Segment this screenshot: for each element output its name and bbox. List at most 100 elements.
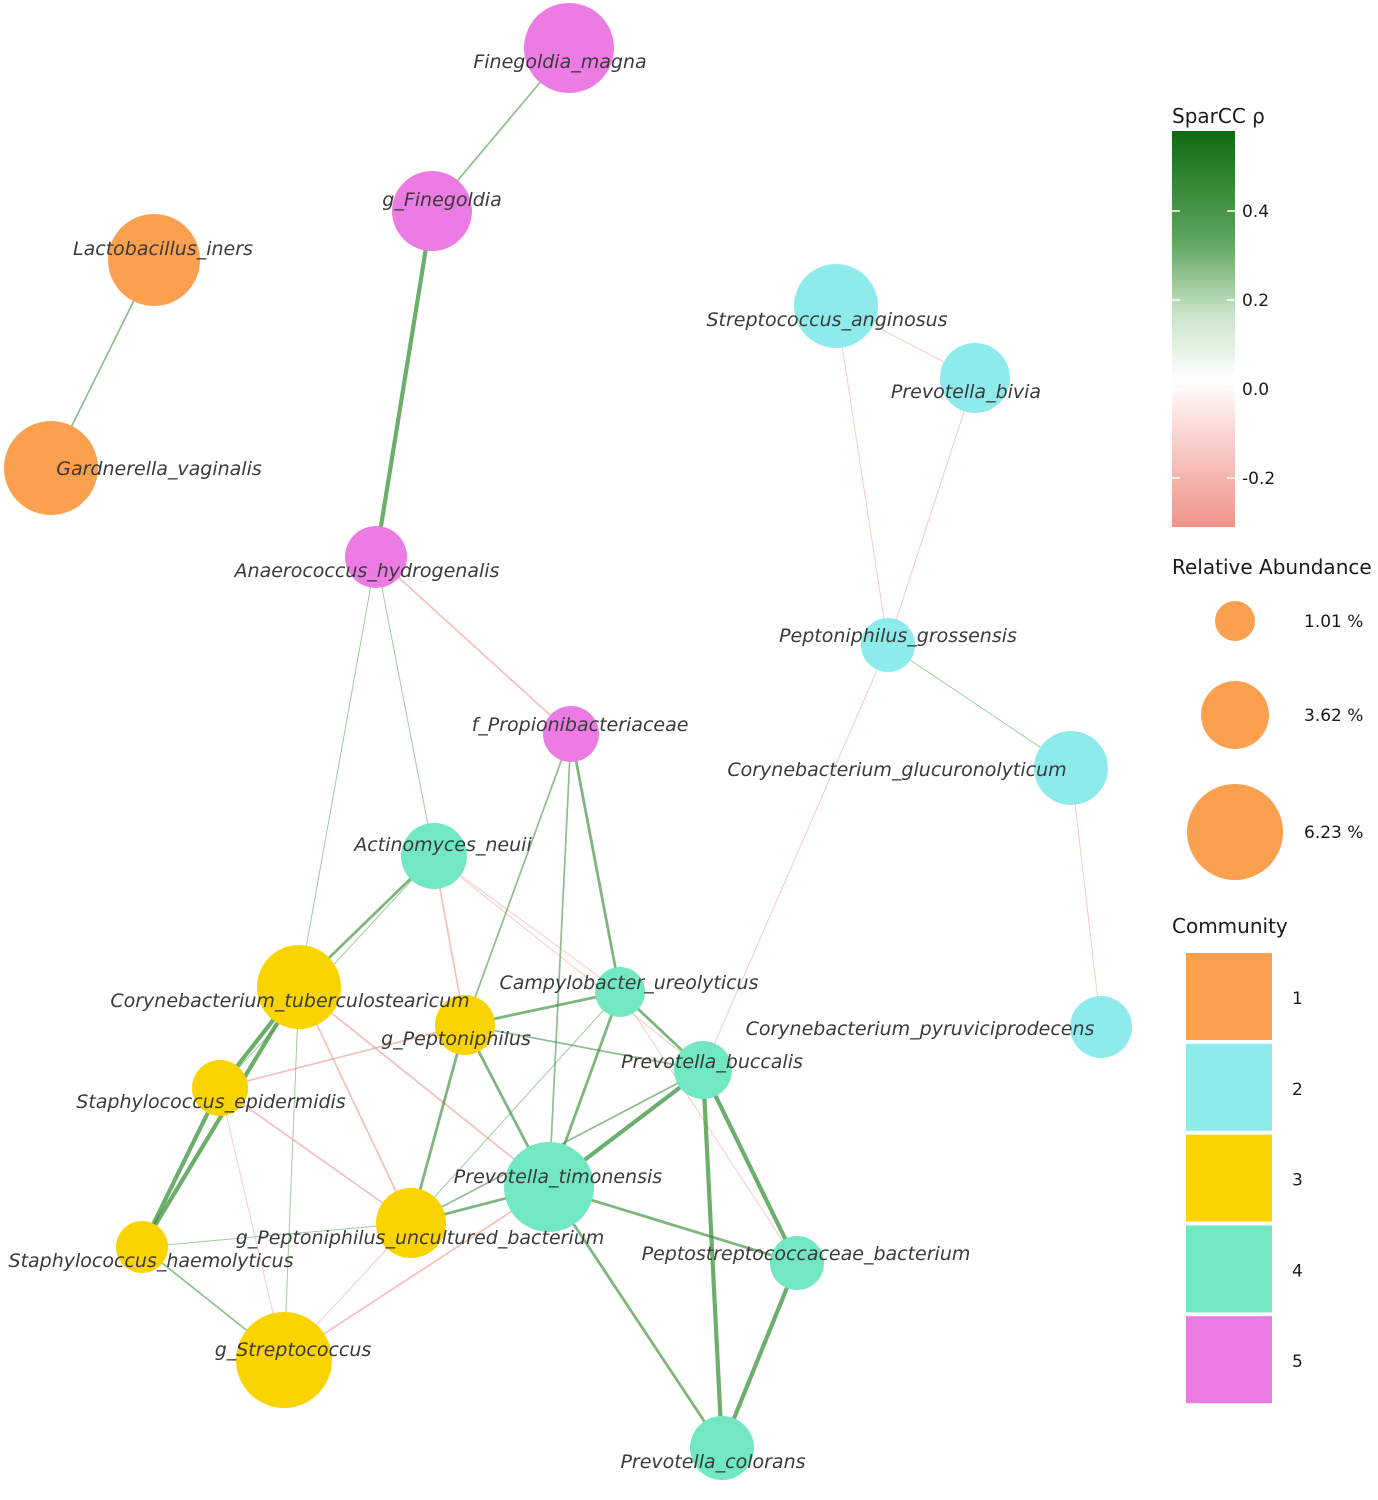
node-label-prevotella_bivia: Prevotella_bivia	[891, 381, 1041, 403]
community-swatch-5	[1186, 1316, 1272, 1404]
edge-staphylococcus_epidermidis-staphylococcus_haemolyticus	[139, 1085, 223, 1250]
community-label-4: 4	[1292, 1261, 1303, 1281]
node-g_streptococcus[interactable]	[236, 1312, 332, 1408]
sparcc-legend: SparCC ρ 0.4 0.2 0.0 -0.2	[1172, 104, 1275, 527]
community-entries: 1 2 3 4 5	[1186, 953, 1303, 1404]
label-layer: Finegoldia_magnag_FinegoldiaLactobacillu…	[9, 51, 1095, 1473]
abundance-legend-circle	[1201, 681, 1269, 749]
community-label-2: 2	[1292, 1080, 1303, 1100]
node-peptostreptococcaceae_bacterium[interactable]	[770, 1236, 824, 1290]
edge-streptococcus_anginosus-peptoniphilus_grossensis	[835, 305, 889, 646]
sparcc-colorbar	[1172, 131, 1235, 527]
edge-prevotella_buccalis-prevotella_colorans	[700, 1067, 725, 1451]
node-layer	[4, 3, 1132, 1480]
legend: SparCC ρ 0.4 0.2 0.0 -0.2 Relative Abundanc…	[1172, 104, 1372, 1404]
community-label-1: 1	[1292, 989, 1303, 1009]
community-swatch-1	[1186, 953, 1272, 1040]
community-swatch-3	[1186, 1134, 1272, 1222]
abundance-legend-circle	[1215, 601, 1255, 641]
sparcc-tick-label: 0.0	[1242, 380, 1269, 400]
abundance-legend-circle	[1187, 784, 1283, 880]
node-f_propionibacteriaceae[interactable]	[543, 706, 599, 762]
edge-g_peptoniphilus-prevotella_buccalis	[464, 1024, 704, 1071]
node-corynebacterium_tuberculostearicum[interactable]	[257, 945, 341, 1029]
node-peptoniphilus_grossensis[interactable]	[861, 618, 915, 672]
abundance-entries: 1.01 %3.62 %6.23 %	[1187, 601, 1363, 880]
sparcc-tick-label: 0.2	[1242, 291, 1269, 311]
node-label-campylobacter_ureolyticus: Campylobacter_ureolyticus	[499, 972, 758, 994]
edge-corynebacterium_tuberculostearicum-g_peptoniphilus_uncultured_bacterium	[298, 986, 412, 1224]
edge-corynebacterium_tuberculostearicum-g_streptococcus	[283, 986, 300, 1361]
edge-campylobacter_ureolyticus-peptostreptococcaceae_bacterium	[619, 991, 798, 1264]
node-label-corynebacterium_tuberculostearicum: Corynebacterium_tuberculostearicum	[110, 990, 469, 1012]
edge-prevotella_buccalis-peptostreptococcaceae_bacterium	[700, 1067, 800, 1266]
node-lactobacillus_iners[interactable]	[108, 214, 200, 306]
node-prevotella_timonensis[interactable]	[504, 1142, 594, 1232]
node-label-prevotella_colorans: Prevotella_colorans	[620, 1451, 805, 1473]
edge-actinomyces_neuii-prevotella_buccalis	[433, 855, 704, 1071]
edge-prevotella_timonensis-g_streptococcus	[283, 1186, 550, 1361]
sparcc-tick-label: -0.2	[1242, 469, 1275, 489]
node-campylobacter_ureolyticus[interactable]	[595, 967, 645, 1017]
edge-staphylococcus_epidermidis-g_peptoniphilus_uncultured_bacterium	[219, 1087, 412, 1224]
edge-f_propionibacteriaceae-prevotella_timonensis	[548, 733, 572, 1188]
node-g_peptoniphilus_uncultured_bacterium[interactable]	[376, 1188, 446, 1258]
edge-f_propionibacteriaceae-g_peptoniphilus	[464, 733, 572, 1026]
edge-prevotella_bivia-peptoniphilus_grossensis	[887, 377, 976, 646]
node-label-streptococcus_anginosus: Streptococcus_anginosus	[706, 309, 947, 331]
node-corynebacterium_pyruviciprodecens[interactable]	[1070, 996, 1132, 1058]
edge-anaerococcus_hydrogenalis-f_propionibacteriaceae	[375, 556, 572, 735]
node-anaerococcus_hydrogenalis[interactable]	[345, 526, 407, 588]
node-gardnerella_vaginalis[interactable]	[4, 421, 98, 515]
sparcc-ticks: 0.4 0.2 0.0 -0.2	[1172, 202, 1275, 489]
node-corynebacterium_glucuronolyticum[interactable]	[1034, 731, 1108, 805]
abundance-legend-title: Relative Abundance	[1172, 555, 1372, 579]
node-label-lactobacillus_iners: Lactobacillus_iners	[73, 238, 253, 260]
edge-corynebacterium_tuberculostearicum-staphylococcus_haemolyticus	[139, 984, 302, 1250]
edge-layer	[50, 47, 1102, 1451]
node-label-actinomyces_neuii: Actinomyces_neuii	[352, 834, 532, 856]
community-legend-title: Community	[1172, 914, 1288, 938]
node-label-g_streptococcus: g_Streptococcus	[215, 1339, 372, 1361]
sparcc-legend-title: SparCC ρ	[1172, 104, 1265, 128]
edge-campylobacter_ureolyticus-g_peptoniphilus_uncultured_bacterium	[410, 991, 621, 1224]
node-label-g_peptoniphilus: g_Peptoniphilus	[381, 1028, 531, 1050]
sparcc-tick-label: 0.4	[1242, 202, 1269, 222]
community-swatch-4	[1186, 1225, 1272, 1313]
edge-staphylococcus_epidermidis-g_peptoniphilus	[219, 1024, 466, 1089]
abundance-legend: Relative Abundance 1.01 %3.62 %6.23 %	[1172, 555, 1372, 880]
community-legend: Community 1 2 3 4 5	[1172, 914, 1303, 1404]
node-actinomyces_neuii[interactable]	[401, 823, 467, 889]
node-streptococcus_anginosus[interactable]	[794, 264, 878, 348]
edge-actinomyces_neuii-campylobacter_ureolyticus	[433, 855, 621, 993]
edge-corynebacterium_tuberculostearicum-prevotella_timonensis	[298, 986, 550, 1188]
node-label-corynebacterium_glucuronolyticum: Corynebacterium_glucuronolyticum	[727, 759, 1066, 781]
community-label-5: 5	[1292, 1352, 1303, 1372]
node-g_peptoniphilus[interactable]	[435, 995, 495, 1055]
abundance-legend-label: 1.01 %	[1304, 612, 1363, 632]
edge-prevotella_timonensis-prevotella_colorans	[547, 1185, 724, 1450]
edge-staphylococcus_haemolyticus-g_peptoniphilus_uncultured_bacterium	[141, 1222, 412, 1248]
node-label-peptoniphilus_grossensis: Peptoniphilus_grossensis	[779, 625, 1017, 647]
node-prevotella_buccalis[interactable]	[674, 1041, 732, 1099]
node-staphylococcus_haemolyticus[interactable]	[116, 1221, 168, 1273]
node-finegoldia_magna[interactable]	[524, 3, 614, 93]
node-label-staphylococcus_epidermidis: Staphylococcus_epidermidis	[76, 1091, 346, 1113]
node-label-gardnerella_vaginalis: Gardnerella_vaginalis	[56, 458, 262, 480]
edge-corynebacterium_glucuronolyticum-corynebacterium_pyruviciprodecens	[1070, 767, 1102, 1028]
edge-anaerococcus_hydrogenalis-corynebacterium_tuberculostearicum	[298, 556, 377, 988]
node-label-anaerococcus_hydrogenalis: Anaerococcus_hydrogenalis	[233, 560, 500, 582]
community-label-3: 3	[1292, 1171, 1303, 1191]
abundance-legend-label: 6.23 %	[1304, 823, 1363, 843]
node-label-peptostreptococcaceae_bacterium: Peptostreptococcaceae_bacterium	[642, 1243, 971, 1265]
edge-f_propionibacteriaceae-campylobacter_ureolyticus	[569, 732, 622, 994]
node-prevotella_bivia[interactable]	[940, 343, 1010, 413]
node-label-f_propionibacteriaceae: f_Propionibacteriaceae	[472, 714, 689, 736]
node-prevotella_colorans[interactable]	[690, 1416, 754, 1480]
edge-g_finegoldia-anaerococcus_hydrogenalis	[373, 208, 435, 560]
community-swatch-2	[1186, 1043, 1272, 1131]
edge-peptostreptococcaceae_bacterium-prevotella_colorans	[719, 1260, 800, 1451]
node-staphylococcus_epidermidis[interactable]	[192, 1060, 248, 1116]
node-g_finegoldia[interactable]	[392, 171, 472, 251]
